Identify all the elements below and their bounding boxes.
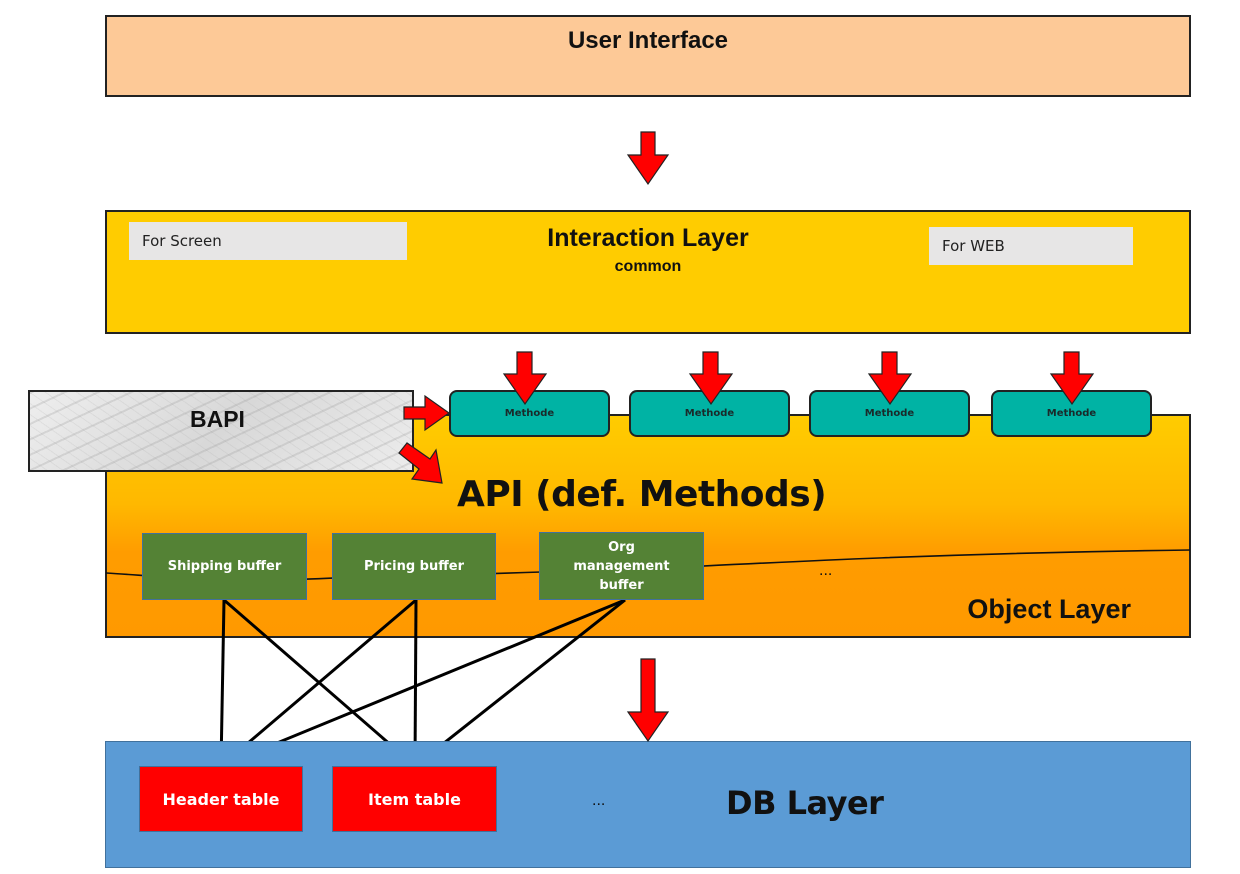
- org-management-buffer-label: Org management buffer: [573, 539, 670, 593]
- user-interface-title: User Interface: [567, 27, 729, 54]
- api-title: API (def. Methods): [457, 474, 827, 515]
- method-label: Methode: [504, 408, 555, 419]
- shipping-buffer-label: Shipping buffer: [167, 559, 282, 574]
- method-box: Methode: [449, 390, 610, 437]
- for-screen-box: For Screen: [129, 222, 407, 260]
- object-layer-ellipsis: ...: [819, 562, 833, 579]
- db-layer-title: DB Layer: [726, 784, 884, 822]
- pricing-buffer-label: Pricing buffer: [364, 559, 464, 574]
- interaction-layer-title: Interaction Layer: [547, 224, 749, 252]
- object-layer-title: Object Layer: [967, 594, 1131, 624]
- method-label: Methode: [864, 408, 915, 419]
- item-table-label: Item table: [368, 789, 461, 809]
- method-box: Methode: [629, 390, 790, 437]
- header-table: Header table: [139, 766, 303, 832]
- interaction-layer-subtitle: common: [614, 258, 682, 275]
- shipping-buffer: Shipping buffer: [142, 533, 307, 600]
- db-layer-ellipsis: ...: [592, 792, 606, 809]
- method-label: Methode: [1046, 408, 1097, 419]
- org-management-buffer: Org management buffer: [539, 532, 704, 600]
- header-table-label: Header table: [162, 789, 280, 809]
- method-label: Methode: [684, 408, 735, 419]
- method-box: Methode: [809, 390, 970, 437]
- for-screen-label: For Screen: [142, 232, 222, 250]
- bapi-box: BAPI: [28, 390, 414, 472]
- user-interface-layer: User Interface: [105, 15, 1191, 97]
- for-web-label: For WEB: [942, 237, 1005, 255]
- item-table: Item table: [332, 766, 497, 832]
- interaction-layer: Interaction Layer common For Screen For …: [105, 210, 1191, 334]
- arrow-down-icon: [626, 131, 670, 186]
- for-web-box: For WEB: [929, 227, 1133, 265]
- method-box: Methode: [991, 390, 1152, 437]
- pricing-buffer: Pricing buffer: [332, 533, 496, 600]
- arrow-down-icon: [626, 658, 670, 743]
- bapi-label: BAPI: [190, 406, 245, 432]
